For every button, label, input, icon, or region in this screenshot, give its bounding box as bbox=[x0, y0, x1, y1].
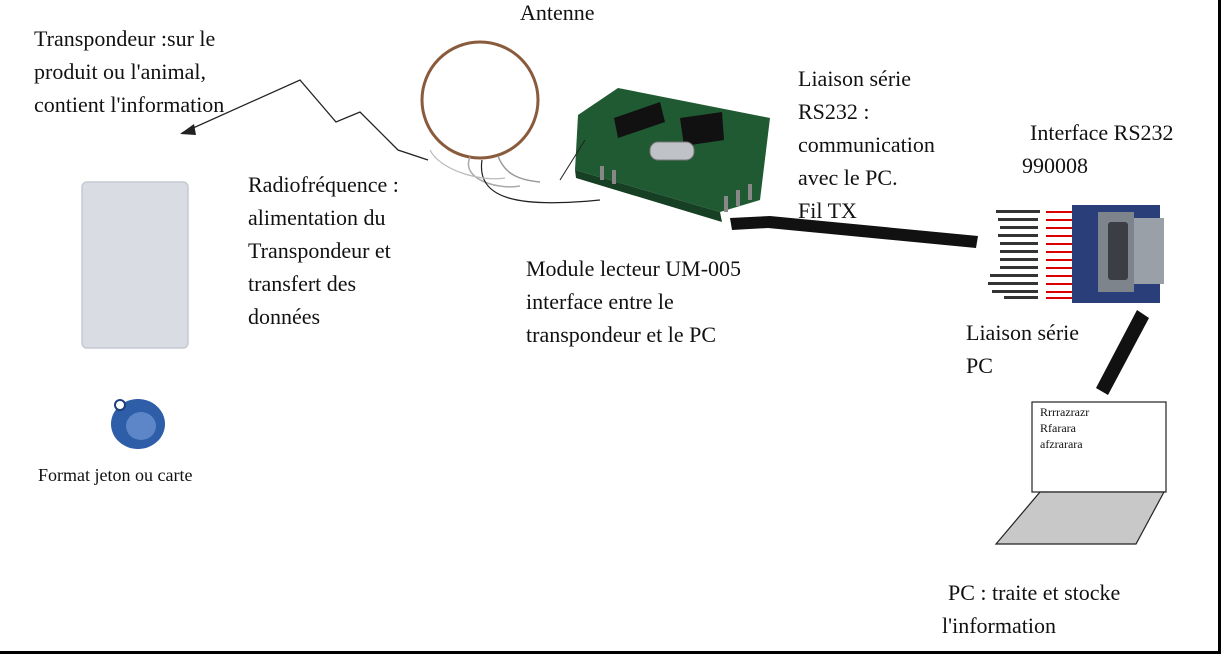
tx-wire bbox=[730, 216, 978, 248]
pc-label: PC : traite et stocke l'information bbox=[942, 580, 1121, 638]
antenna-label: Antenne bbox=[520, 0, 595, 25]
rs232-link-label: Liaison série RS232 : communication avec… bbox=[798, 66, 935, 223]
rf-arrow-head bbox=[180, 124, 196, 135]
rfid-card-icon bbox=[81, 181, 189, 349]
transponder-label: Transpondeur :sur le produit ou l'animal… bbox=[34, 26, 225, 117]
rs232-interface-icon bbox=[988, 205, 1164, 303]
antenna-coil-icon bbox=[420, 40, 601, 204]
pc-serial-cable bbox=[1096, 310, 1149, 395]
pc-link-label: Liaison série PC bbox=[966, 320, 1080, 378]
rfid-token-icon bbox=[111, 399, 165, 449]
laptop-icon bbox=[994, 401, 1167, 545]
rf-arrow-line bbox=[181, 79, 429, 161]
interface-label: Interface RS232 990008 bbox=[1022, 120, 1174, 178]
reader-module-icon bbox=[559, 88, 770, 222]
module-label: Module lecteur UM-005 interface entre le… bbox=[526, 256, 742, 347]
laptop-screen-text: Rrrrazrazr Rfarara afzrarara bbox=[1040, 405, 1090, 451]
radiofrequency-label: Radiofréquence : alimentation du Transpo… bbox=[248, 172, 399, 329]
format-label: Format jeton ou carte bbox=[38, 465, 193, 485]
